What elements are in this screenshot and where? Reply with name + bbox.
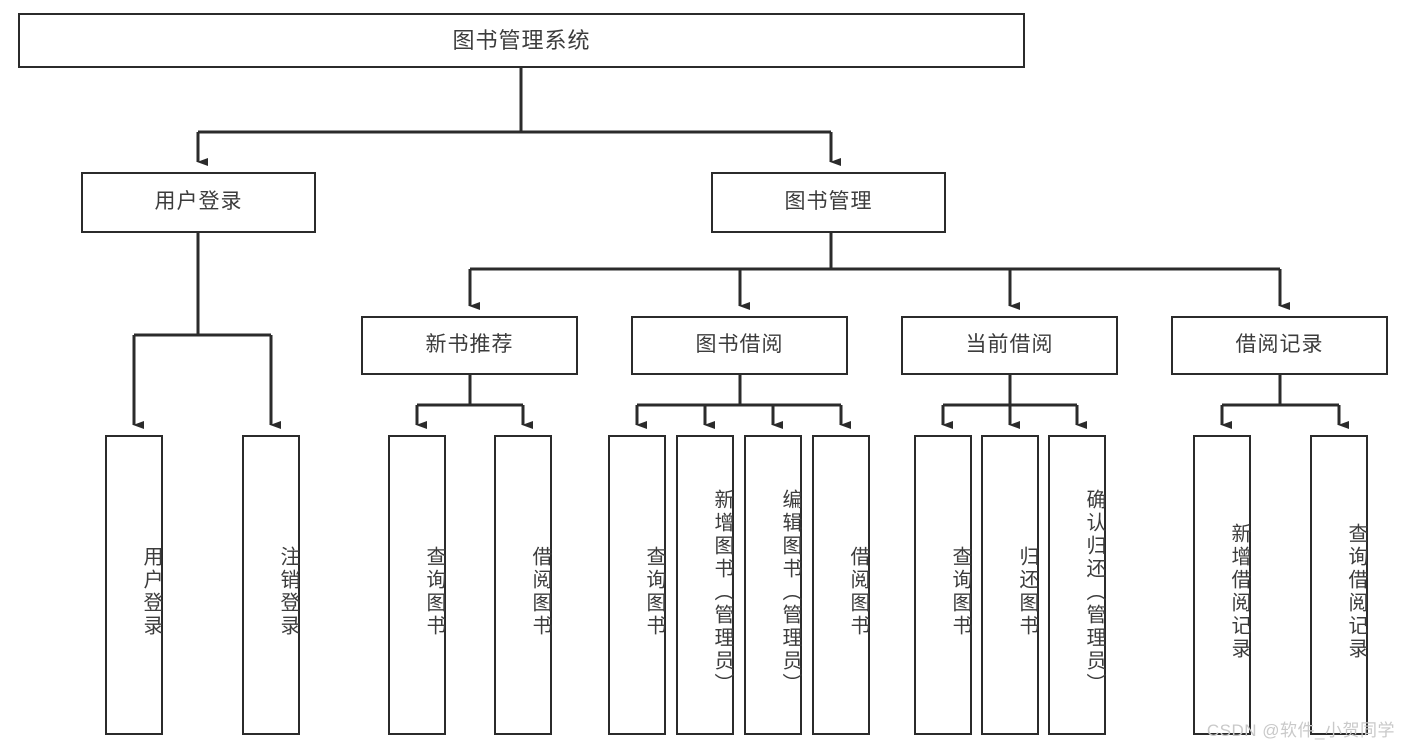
node-label: 新增借阅记录 — [1228, 523, 1250, 661]
node-label: 图书借阅 — [695, 333, 784, 357]
node-user-login[interactable]: 用户登录 — [81, 172, 316, 233]
node-label: 查询图书 — [949, 546, 971, 638]
node-label: 确认归还（管理员） — [1083, 488, 1105, 696]
node-label: 用户登录 — [140, 546, 162, 638]
node-root-book-management-system[interactable]: 图书管理系统 — [18, 13, 1025, 68]
node-label: 借阅图书 — [847, 546, 869, 638]
node-leaf-query-book[interactable]: 查询图书 — [608, 435, 666, 735]
node-label: 图书管理系统 — [452, 27, 591, 53]
node-leaf-add-book-admin[interactable]: 新增图书（管理员） — [676, 435, 734, 735]
node-leaf-edit-book-admin[interactable]: 编辑图书（管理员） — [744, 435, 802, 735]
node-leaf-add-borrow-record[interactable]: 新增借阅记录 — [1193, 435, 1251, 735]
node-current-borrow[interactable]: 当前借阅 — [901, 316, 1118, 375]
node-leaf-logout[interactable]: 注销登录 — [242, 435, 300, 735]
node-leaf-confirm-return-admin[interactable]: 确认归还（管理员） — [1048, 435, 1106, 735]
node-label: 借阅记录 — [1235, 333, 1324, 357]
node-leaf-borrow-book[interactable]: 借阅图书 — [812, 435, 870, 735]
node-leaf-query-book-current[interactable]: 查询图书 — [914, 435, 972, 735]
node-label: 图书管理 — [784, 190, 873, 214]
node-new-book-recommend[interactable]: 新书推荐 — [361, 316, 578, 375]
node-label: 编辑图书（管理员） — [779, 488, 801, 696]
watermark-text: CSDN @软件_小贺同学 — [1206, 721, 1395, 740]
node-label: 新书推荐 — [425, 333, 514, 357]
node-label: 查询图书 — [643, 546, 665, 638]
node-label: 归还图书 — [1016, 546, 1038, 638]
node-label: 新增图书（管理员） — [711, 488, 733, 696]
node-label: 借阅图书 — [529, 546, 551, 638]
node-borrow-record[interactable]: 借阅记录 — [1171, 316, 1388, 375]
node-book-management[interactable]: 图书管理 — [711, 172, 946, 233]
node-leaf-return-book[interactable]: 归还图书 — [981, 435, 1039, 735]
node-label: 注销登录 — [277, 546, 299, 638]
node-label: 查询图书 — [423, 546, 445, 638]
node-leaf-user-login[interactable]: 用户登录 — [105, 435, 163, 735]
node-label: 当前借阅 — [965, 333, 1054, 357]
node-label: 用户登录 — [154, 190, 243, 214]
node-book-borrow[interactable]: 图书借阅 — [631, 316, 848, 375]
node-leaf-borrow-book-recommend[interactable]: 借阅图书 — [494, 435, 552, 735]
node-label: 查询借阅记录 — [1345, 523, 1367, 661]
node-leaf-query-book-recommend[interactable]: 查询图书 — [388, 435, 446, 735]
node-leaf-query-borrow-record[interactable]: 查询借阅记录 — [1310, 435, 1368, 735]
